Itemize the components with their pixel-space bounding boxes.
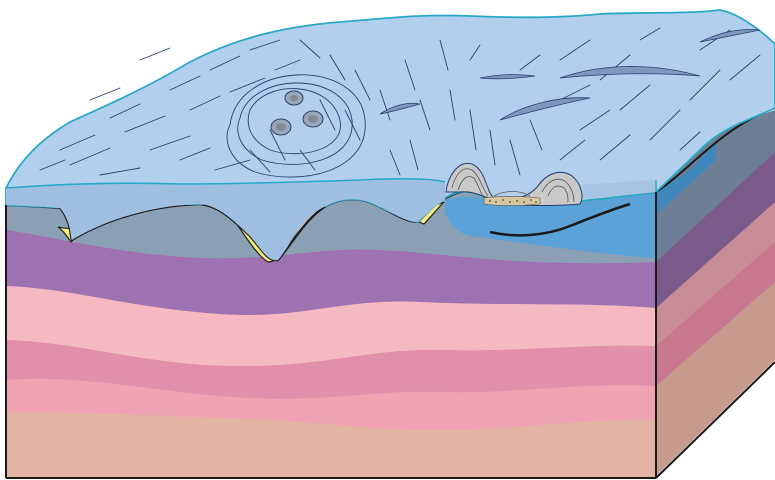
drumlin-3-core	[308, 115, 318, 123]
front-face	[6, 191, 656, 478]
drumlin-1-core	[290, 95, 298, 101]
drumlin-2-core	[276, 123, 286, 131]
outwash-sediment	[484, 197, 540, 206]
